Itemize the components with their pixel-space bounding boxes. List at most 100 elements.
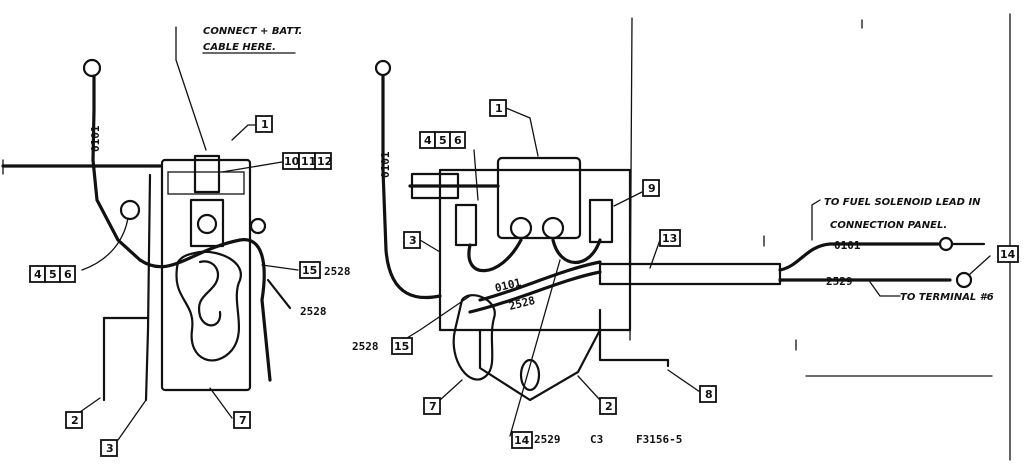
callout-10-11-12: 10 11 12 bbox=[282, 152, 332, 170]
callout-1-right: 1 bbox=[489, 99, 507, 117]
callout-15-left: 15 bbox=[299, 261, 321, 279]
callout-7-leader-right bbox=[439, 379, 463, 401]
callout-10-leader bbox=[221, 161, 283, 173]
right-left-stud-stack bbox=[454, 203, 478, 247]
callout-456-leader-right bbox=[473, 149, 479, 201]
svg-text:11: 11 bbox=[301, 155, 316, 168]
left-coil bbox=[175, 250, 242, 362]
callout-13: 13 bbox=[659, 229, 681, 247]
right-eye-terminal bbox=[374, 59, 392, 77]
callout-2-leader-right bbox=[577, 375, 601, 401]
connect-note-line-1: CONNECT + BATT. bbox=[203, 26, 302, 37]
svg-text:8: 8 bbox=[705, 388, 713, 401]
callout-14-leader-right bbox=[969, 255, 991, 275]
svg-text:3: 3 bbox=[106, 442, 114, 455]
callout-3-leader-right bbox=[419, 239, 441, 253]
right-coil bbox=[452, 294, 496, 381]
left-leaders bbox=[79, 26, 299, 441]
right-terminal-b bbox=[541, 216, 565, 240]
callout-3-left: 3 bbox=[100, 439, 118, 457]
wire-code-2528-upper-left: 2528 bbox=[324, 265, 351, 278]
svg-text:6: 6 bbox=[454, 134, 462, 147]
svg-text:14: 14 bbox=[1000, 248, 1016, 261]
callout-2-left: 2 bbox=[65, 411, 83, 429]
right-0101-harness bbox=[478, 260, 602, 302]
callout-14-leader-bottom bbox=[509, 259, 561, 437]
callout-1-leader-left bbox=[231, 124, 256, 141]
callout-9-leader bbox=[613, 191, 643, 207]
callout-9: 9 bbox=[642, 179, 660, 197]
callout-3-right: 3 bbox=[403, 231, 421, 249]
wire-code-0101-harness: 0101 bbox=[494, 276, 523, 295]
left-0101-lead bbox=[91, 74, 142, 262]
connect-note-leader bbox=[175, 26, 207, 151]
svg-text:10: 10 bbox=[284, 155, 300, 168]
callout-7-leader-left bbox=[209, 387, 233, 419]
right-terminal-a bbox=[509, 216, 533, 240]
right-bracket-slot bbox=[519, 358, 541, 392]
callout-4-5-6-left: 4 5 6 bbox=[29, 265, 76, 283]
svg-text:1: 1 bbox=[261, 118, 269, 131]
callout-14-bottom: 14 bbox=[511, 431, 533, 449]
wire-code-0101-out: 0101 bbox=[834, 239, 861, 252]
wire-code-2528-lower-left: 2528 bbox=[300, 305, 327, 318]
left-assembly bbox=[1, 58, 292, 402]
wire-code-0101-left: 0101 bbox=[89, 125, 102, 152]
right-solenoid-body bbox=[496, 156, 582, 240]
left-solenoid-top-plate bbox=[167, 171, 245, 195]
left-stud-nut bbox=[196, 213, 218, 235]
right-lower-bracket bbox=[478, 328, 602, 402]
right-0101-lead bbox=[381, 74, 442, 300]
wire-code-2528-harness: 2528 bbox=[508, 294, 537, 313]
right-jumper-b bbox=[551, 238, 602, 265]
svg-text:4: 4 bbox=[34, 268, 42, 281]
terminal-note: TO TERMINAL #6 bbox=[900, 292, 994, 303]
connect-note-line-2: CABLE HERE. bbox=[203, 42, 276, 53]
wire-0101-terminal bbox=[938, 236, 954, 252]
left-coil-inner bbox=[197, 260, 222, 327]
right-base-plate bbox=[438, 168, 632, 332]
svg-text:15: 15 bbox=[394, 340, 409, 353]
wire-code-0101-right: 0101 bbox=[379, 151, 392, 178]
callout-2-leader-left bbox=[79, 397, 101, 413]
callout-8-leader bbox=[667, 369, 701, 393]
svg-text:14: 14 bbox=[514, 434, 530, 447]
drawing-number: F3156-5 bbox=[636, 433, 682, 446]
callout-4-5-6-right: 4 5 6 bbox=[419, 131, 466, 149]
conduit-13 bbox=[598, 262, 782, 286]
left-solenoid-body bbox=[160, 158, 252, 392]
callout-1-leader-right bbox=[505, 107, 539, 157]
wire-2529-terminal bbox=[955, 271, 973, 289]
callout-13-leader bbox=[649, 239, 661, 269]
svg-text:3: 3 bbox=[409, 234, 417, 247]
svg-text:7: 7 bbox=[239, 414, 247, 427]
wire-code-2529-out: 2529 bbox=[826, 275, 853, 288]
left-eye-terminal bbox=[82, 58, 102, 78]
left-side-terminal bbox=[249, 217, 267, 235]
callout-7-left: 7 bbox=[233, 411, 251, 429]
callout-3-leader-left bbox=[117, 399, 147, 441]
svg-text:1: 1 bbox=[495, 102, 503, 115]
svg-text:2: 2 bbox=[605, 400, 613, 413]
callout-7-right: 7 bbox=[423, 397, 441, 415]
svg-text:6: 6 bbox=[64, 268, 72, 281]
wire-code-2528-callout: 2528 bbox=[352, 340, 379, 353]
svg-text:13: 13 bbox=[662, 232, 677, 245]
right-leaders bbox=[393, 107, 991, 437]
callout-15-right: 15 bbox=[391, 337, 413, 355]
left-2528-wire bbox=[138, 238, 272, 382]
callout-14-right: 14 bbox=[997, 245, 1019, 263]
left-bracket-3 bbox=[144, 173, 152, 402]
wire-code-2529-bottom: 2529 bbox=[534, 433, 561, 446]
terminal-note-leader bbox=[869, 281, 901, 297]
svg-text:9: 9 bbox=[648, 182, 656, 195]
callout-2-right: 2 bbox=[599, 397, 617, 415]
left-stud-block bbox=[189, 198, 225, 248]
svg-text:12: 12 bbox=[317, 155, 332, 168]
left-2528-leader bbox=[266, 278, 292, 310]
left-battery-stud bbox=[193, 154, 221, 194]
svg-text:5: 5 bbox=[439, 134, 447, 147]
wire-0101-out bbox=[778, 242, 940, 272]
fuel-note-leader bbox=[811, 199, 821, 241]
callout-15-leader-left bbox=[261, 264, 299, 271]
